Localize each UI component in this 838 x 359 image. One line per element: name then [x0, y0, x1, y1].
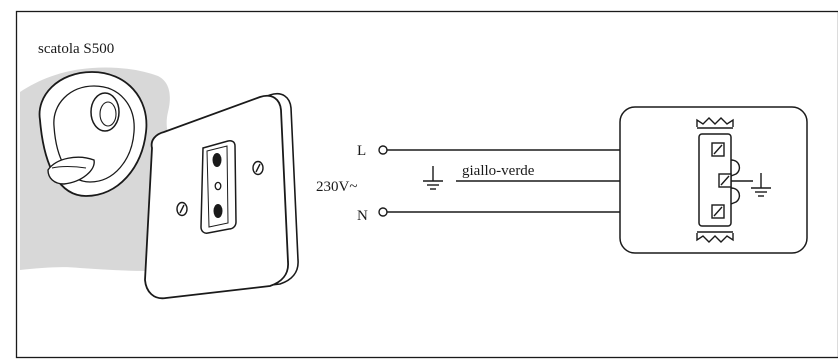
- wall-box-illustration: [20, 67, 172, 271]
- earth-pin-hole: [214, 181, 222, 191]
- voltage-label: 230V~: [316, 179, 357, 195]
- top-contact-symbol: [696, 117, 734, 127]
- box-label: scatola S500: [38, 41, 114, 57]
- terminal-block: [619, 106, 808, 254]
- earth-screw-icon: [718, 173, 732, 188]
- line-label: L: [357, 143, 366, 159]
- left-screw-icon: [176, 201, 188, 217]
- bottom-contact-symbol: [696, 233, 734, 243]
- knockout-opening: [47, 156, 95, 185]
- line-screw-icon: [711, 142, 725, 157]
- socket-outlet: [144, 92, 299, 300]
- socket-earth-icon: [751, 173, 771, 197]
- diagram-frame: [15, 10, 838, 359]
- cable-entry-inner: [99, 101, 117, 127]
- live-pin-hole: [212, 153, 222, 167]
- neutral-terminal-dot: [378, 207, 388, 217]
- knockout-edge: [51, 165, 87, 169]
- supply-earth-icon: [423, 166, 443, 190]
- earth-wire-label: giallo-verde: [462, 163, 535, 179]
- neutral-label: N: [357, 208, 368, 224]
- right-screw-icon: [252, 160, 264, 176]
- neutral-pin-hole: [213, 204, 223, 218]
- neutral-screw-icon: [711, 204, 725, 219]
- line-terminal-dot: [378, 145, 388, 155]
